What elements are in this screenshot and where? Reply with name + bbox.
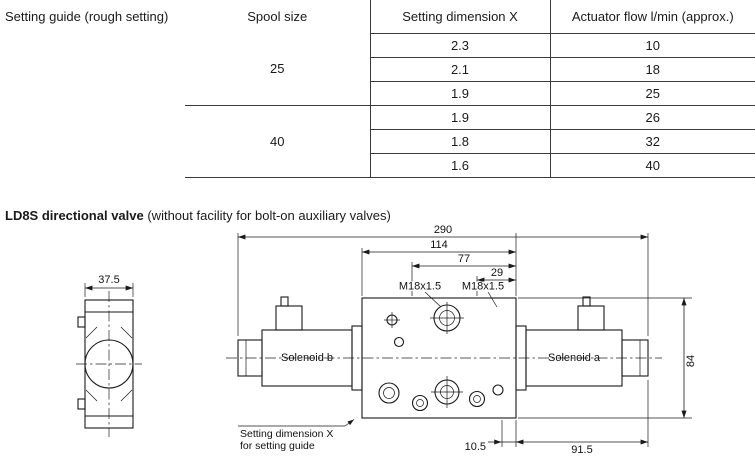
side-tab-top (77, 316, 86, 328)
solenoid-a-label: Solenoid a (548, 352, 601, 364)
setting-dimension-cell: 1.6 (369, 153, 550, 178)
dim-29: 29 (476, 267, 517, 296)
port-thread-label-1: M18x1.5 (399, 281, 441, 293)
dim-10-5: 10.5 (465, 420, 516, 453)
valve-section-title: LD8S directional valve (without facility… (5, 208, 391, 223)
actuator-flow-cell: 10 (549, 33, 755, 58)
dim-10-5-text: 10.5 (465, 441, 486, 453)
actuator-flow-cell: 25 (549, 81, 755, 106)
setting-dimension-cell: 1.8 (369, 129, 550, 154)
table-row: 2.1 18 (185, 57, 755, 82)
dim-overall-text: 290 (434, 224, 452, 236)
solenoid-a-pin (582, 296, 591, 307)
table-row: 1.6 40 (185, 153, 755, 178)
actuator-flow-cell: 18 (549, 57, 755, 82)
dim-height-84: 84 (518, 297, 697, 419)
setting-dimension-cell: 2.3 (369, 33, 550, 58)
port-bottom-4 (468, 390, 486, 408)
table-row: 25 2.3 10 (185, 33, 755, 106)
port-thread-label-2: M18x1.5 (462, 281, 504, 293)
port-bottom-5 (492, 384, 504, 396)
table-row: 1.9 25 (185, 81, 755, 106)
port-bottom-2 (411, 394, 429, 412)
dim-overall-290: 290 (237, 224, 649, 336)
setting-dimension-cell: 1.9 (369, 105, 550, 130)
setting-dimension-cell: 1.9 (369, 81, 550, 106)
dim-91-5: 91.5 (515, 380, 649, 456)
col-header-setting-dimension: Setting dimension X (369, 0, 550, 34)
main-view: 290 114 77 29 84 (226, 224, 697, 456)
col-header-actuator-flow: Actuator flow l/min (approx.) (549, 0, 755, 34)
setting-note-line2: for setting guide (240, 440, 315, 452)
setting-guide-table: Spool size Setting dimension X Actuator … (185, 0, 755, 178)
valve-title-note: (without facility for bolt-on auxiliary … (143, 208, 391, 223)
valve-title-name: LD8S directional valve (5, 208, 144, 223)
solenoid-a-connector (577, 305, 605, 331)
dim-side-width-text: 37.5 (98, 274, 119, 286)
solenoid-b-label: Solenoid b (281, 352, 333, 364)
body-ports (378, 302, 504, 412)
solenoid-b-pin (280, 296, 289, 307)
col-header-spool-size: Spool size (247, 9, 308, 24)
right-end-cap (621, 339, 649, 377)
solenoid-b-assembly: Solenoid b (237, 296, 363, 391)
dim-body-114: 114 (361, 233, 517, 296)
dim-height-text: 84 (685, 355, 697, 367)
solenoid-a-assembly: Solenoid a (515, 296, 649, 391)
setting-dimension-note: Setting dimension X for setting guide (238, 419, 355, 452)
actuator-flow-cell: 26 (549, 105, 755, 130)
port-thread-labels: M18x1.5 M18x1.5 (397, 281, 506, 308)
actuator-flow-cell: 40 (549, 153, 755, 178)
spool-size-40-cell: 40 (185, 105, 370, 178)
side-bore-circle (84, 339, 134, 389)
spool-size-25-cell: 25 (185, 33, 370, 106)
screw-head (393, 336, 405, 348)
side-view: 37.5 (76, 274, 142, 437)
table-row: 40 1.9 26 (185, 105, 755, 178)
dim-29-text: 29 (491, 267, 503, 279)
dim-77-text: 77 (458, 253, 470, 265)
actuator-flow-cell: 32 (549, 129, 755, 154)
dim-body-text: 114 (430, 239, 448, 251)
solenoid-b-connector (275, 305, 303, 331)
side-tab-bottom (77, 398, 86, 410)
table-header-row: Spool size Setting dimension X Actuator … (185, 0, 755, 34)
valve-body (361, 297, 517, 419)
setting-dimension-cell: 2.1 (369, 57, 550, 82)
dim-91-5-text: 91.5 (571, 444, 592, 456)
setting-guide-label: Setting guide (rough setting) (5, 9, 169, 24)
setting-note-line1: Setting dimension X (240, 428, 333, 440)
dim-side-width: 37.5 (84, 274, 134, 297)
table-row: 1.8 32 (185, 129, 755, 154)
port-bottom-1 (378, 382, 400, 404)
